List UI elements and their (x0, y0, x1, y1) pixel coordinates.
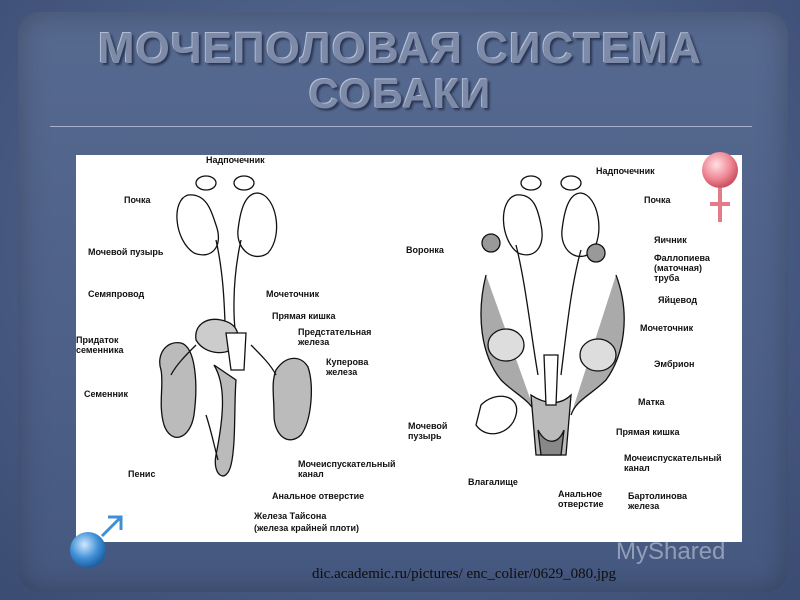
male-label-tyson-1: Железа Тайсона (254, 511, 327, 521)
female-label-anus-2: отверстие (558, 499, 604, 509)
female-label-uterus: Матка (638, 397, 665, 407)
male-label-penis: Пенис (128, 469, 156, 479)
female-label-fallopian-3: труба (654, 273, 680, 283)
male-label-anus: Анальное отверстие (272, 491, 365, 501)
male-anatomy-drawing (159, 175, 312, 477)
female-label-embryo: Эмбрион (654, 359, 695, 369)
myshared-watermark: MyShared (616, 538, 726, 565)
male-label-ureter: Мочеточник (266, 289, 320, 299)
female-label-urethra-2: канал (624, 463, 650, 473)
female-label-kidney: Почка (644, 195, 671, 205)
female-label-urethra-1: Мочеиспускательный (624, 453, 722, 463)
male-label-tyson-2: (железа крайней плоти) (254, 523, 359, 533)
male-label-cowper-1: Куперова (326, 357, 369, 367)
slide-title-line2: СОБАКИ (308, 70, 492, 117)
female-label-bartholin-1: Бартолинова (628, 491, 688, 501)
male-label-cowper-2: железа (326, 367, 358, 377)
male-label-prostate-1: Предстательная (298, 327, 372, 337)
female-label-fallopian-1: Фаллопиева (654, 253, 710, 263)
female-label-bladder-1: Мочевой (408, 421, 448, 431)
male-label-urethra-1: Мочеиспускательный (298, 459, 396, 469)
female-label-rectum: Прямая кишка (616, 427, 680, 437)
female-label-bartholin-2: железа (628, 501, 660, 511)
male-label-kidney: Почка (124, 195, 151, 205)
female-label-adrenal: Надпочечник (596, 166, 655, 176)
male-label-testis: Семенник (84, 389, 128, 399)
female-label-vagina: Влагалище (468, 477, 518, 487)
source-caption: dic.academic.ru/pictures/ enc_colier/062… (312, 566, 617, 582)
female-anatomy-drawing (475, 175, 625, 456)
female-label-oviduct: Яйцевод (658, 295, 698, 305)
male-label-prostate-2: железа (298, 337, 330, 347)
male-label-rectum: Прямая кишка (272, 311, 336, 321)
anatomy-diagram: Надпочечник Почка Мочевой пузырь Семяпро… (76, 155, 742, 542)
female-label-funnel: Воронка (406, 245, 444, 255)
female-label-bladder-2: пузырь (408, 431, 442, 441)
female-label-ureter: Мочеточник (640, 323, 694, 333)
male-symbol-icon (70, 515, 123, 568)
male-label-bladder: Мочевой пузырь (88, 247, 164, 257)
male-label-adrenal: Надпочечник (206, 155, 265, 165)
female-label-anus-1: Анальное (558, 489, 603, 499)
female-label-fallopian-2: (маточная) (654, 263, 703, 273)
male-label-urethra-2: канал (298, 469, 324, 479)
slide-title-line1: МОЧЕПОЛОВАЯ СИСТЕМА (98, 24, 702, 73)
male-label-epididymis-2: семенника (76, 345, 124, 355)
female-label-ovary: Яичник (654, 235, 687, 245)
diagram-drawing (159, 175, 625, 477)
male-label-epididymis-1: Придаток (76, 335, 119, 345)
female-symbol-icon (702, 152, 738, 222)
title-divider (50, 126, 752, 127)
male-label-vas-deferens: Семяпровод (88, 289, 145, 299)
